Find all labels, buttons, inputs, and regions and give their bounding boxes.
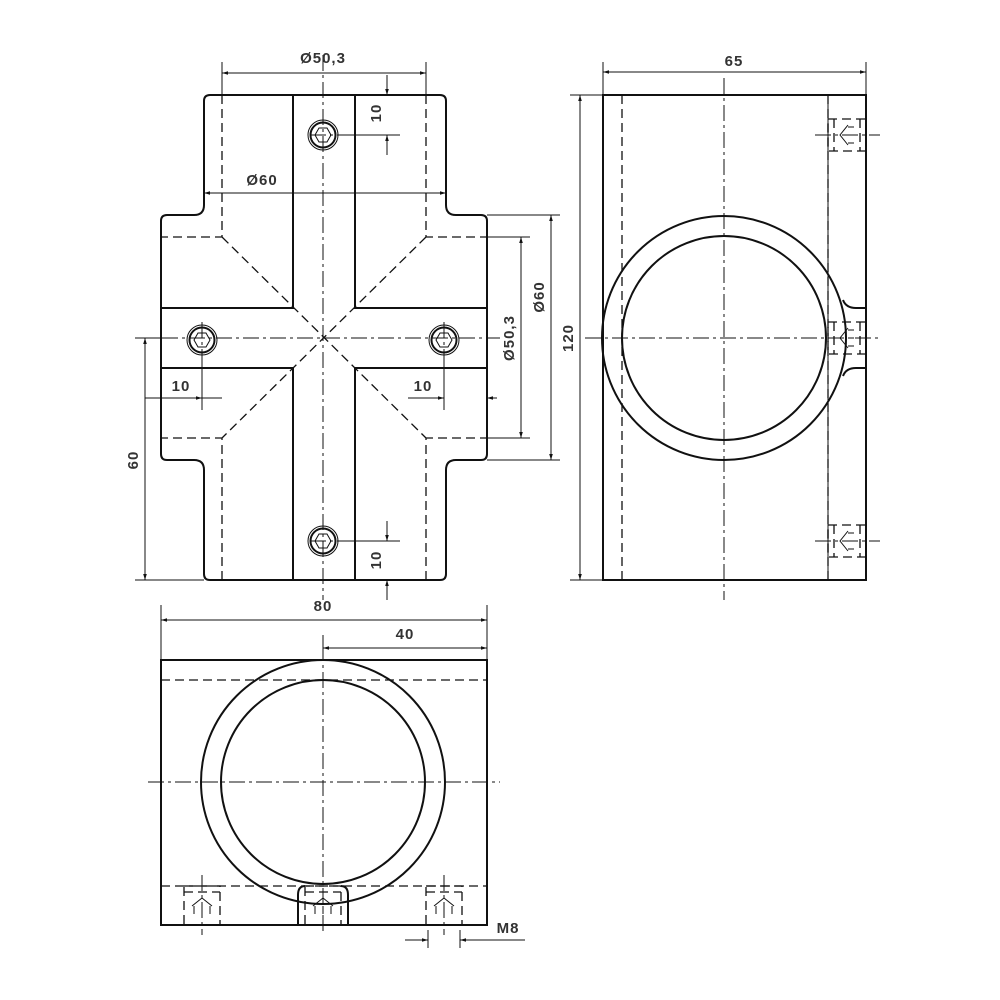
clamp-strips [161,95,487,580]
side-view [585,78,880,600]
dim-thread: M8 [497,920,520,937]
side-view-outline [602,94,867,581]
dim-bolt-left: 10 [172,378,191,395]
front-view [148,645,500,935]
dim-top-bore-outer: Ø60 [246,172,277,189]
dimensions [135,62,867,948]
front-view-outline [160,659,488,926]
centerlines [135,55,500,600]
dim-width: 80 [314,598,333,615]
top-view-outline [160,94,488,581]
dim-half-height: 60 [125,451,142,470]
dim-side-bore-outer: Ø60 [531,281,548,312]
top-view [135,55,500,600]
dim-half-width: 40 [396,626,415,643]
hidden-bore-lines [161,95,487,580]
dim-bolt-bottom: 10 [368,551,385,570]
dim-top-bore-inner: Ø50,3 [300,50,346,67]
dim-bolt-top: 10 [368,104,385,123]
dimension-labels: Ø50,3 Ø60 10 10 10 10 Ø50,3 Ø60 60 80 40… [125,50,744,937]
dim-side-bore-inner: Ø50,3 [501,315,518,361]
dim-bolt-right: 10 [414,378,433,395]
dim-depth: 65 [725,53,744,70]
dim-height: 120 [560,324,577,352]
